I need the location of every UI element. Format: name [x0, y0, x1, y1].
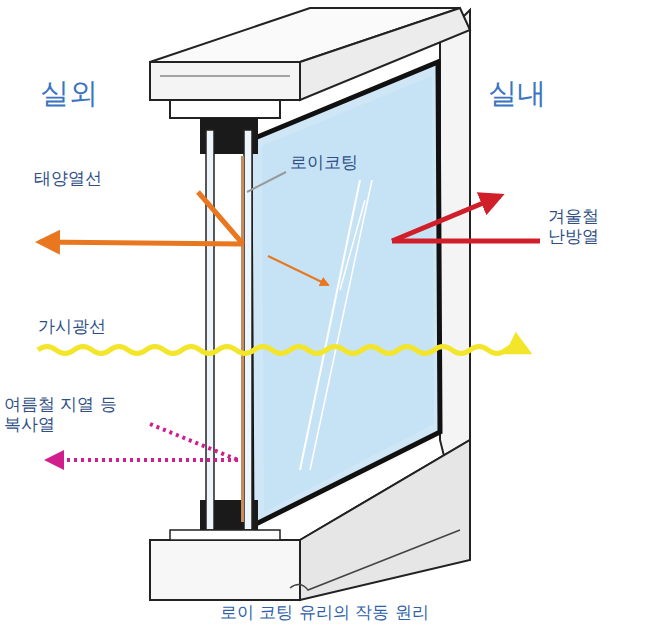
- glass-pane: [250, 62, 440, 526]
- heating-ray: [392, 239, 540, 244]
- bottom-sill: [170, 530, 280, 540]
- caption: 로이 코팅 유리의 작동 원리: [220, 602, 429, 622]
- side-label: 실외: [40, 76, 98, 111]
- top-frame: [170, 100, 280, 118]
- radiant-heat-reflected: [48, 458, 238, 462]
- top-frame: [150, 62, 300, 100]
- glass-surface: [262, 76, 434, 512]
- part-label: 로이코팅: [290, 152, 358, 172]
- leader-line: [247, 172, 286, 192]
- bottom-sill: [150, 540, 300, 600]
- radiant-heat-ray: [150, 424, 238, 460]
- top-frame: [160, 76, 290, 77]
- glass-reflection: [300, 180, 360, 470]
- ray-label: 겨울철 난방열: [548, 206, 616, 247]
- glass-reflection: [310, 180, 372, 470]
- heating-ray-reflected: [392, 196, 500, 241]
- solar-ray-reflected: [40, 242, 243, 244]
- side-label: 실내: [488, 76, 546, 111]
- bottom-sill: [300, 440, 470, 600]
- ray-label: 태양열선: [34, 168, 102, 188]
- ray-label: 가시광선: [38, 316, 106, 336]
- low-e-coating: [241, 156, 244, 522]
- ray-label: 여름철 지열 등 복사열: [4, 394, 133, 435]
- bottom-sill: [290, 530, 460, 590]
- solar-ray-transmitted: [268, 256, 328, 285]
- glass-reflection: [340, 200, 365, 290]
- outer-glass: [206, 130, 214, 530]
- visible-light-ray: [38, 347, 528, 354]
- solar-ray: [198, 192, 243, 244]
- top-frame: [300, 8, 470, 100]
